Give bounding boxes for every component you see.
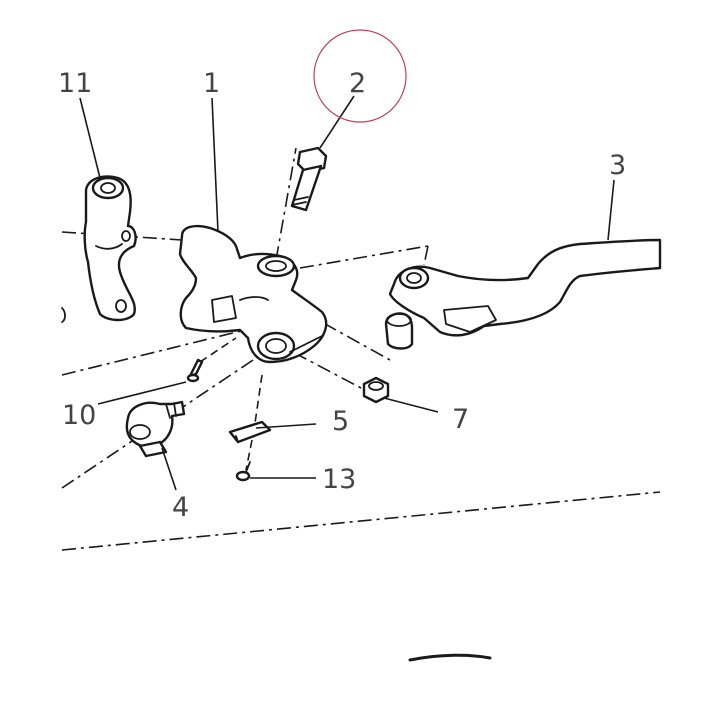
screw-13-head (235, 470, 251, 482)
switch-connector (129, 424, 151, 440)
bracket-body (178, 224, 328, 364)
part-3-lever (388, 238, 662, 337)
bracket-pivot-boss (256, 254, 296, 278)
clamp-top-bore (91, 176, 125, 200)
part-13-screw (235, 461, 251, 482)
small-screw-axis-line (199, 337, 237, 363)
bracket-switch-bore (265, 338, 287, 354)
leader-2 (319, 95, 355, 149)
bushing-body (384, 312, 414, 350)
bracket-switch-boss (256, 331, 296, 361)
clip-plate (228, 420, 272, 444)
clip-fold (235, 435, 239, 443)
bracket-slot (211, 295, 237, 323)
leader-7 (383, 397, 439, 413)
clamp-bottom-hole (115, 299, 127, 313)
screw-axis-line (245, 439, 253, 471)
switch-thread (165, 402, 177, 419)
switch-terminal (138, 440, 168, 458)
lever-pivot-hole (406, 272, 422, 284)
partial-part-arc (408, 653, 492, 662)
bracket-face-line (239, 296, 269, 301)
lower-axis-line (61, 491, 661, 551)
callout-2: 2 (349, 68, 366, 99)
leader-5 (255, 423, 317, 429)
callout-labels: 11 1 2 3 5 7 10 4 13 (58, 68, 626, 523)
part-11-handlebar-clamp (61, 175, 137, 323)
part-2-pivot-bolt (290, 146, 328, 212)
callout-5: 5 (332, 406, 349, 437)
leader-3 (607, 179, 615, 241)
callout-7: 7 (452, 404, 469, 435)
part-7-nut (362, 376, 390, 404)
callout-13: 13 (322, 464, 356, 495)
leader-4 (161, 447, 177, 491)
partial-part-edge (61, 307, 66, 323)
screw-10-head (186, 373, 200, 383)
callout-3: 3 (609, 150, 626, 181)
callout-4: 4 (172, 492, 189, 523)
highlight-circle (313, 29, 407, 123)
clamp-side-hole (121, 230, 131, 242)
callout-1: 1 (203, 68, 220, 99)
part-4-switch (125, 400, 186, 458)
leader-lines (79, 95, 615, 491)
clamp-top-bore-inner (100, 182, 116, 194)
callout-11: 11 (58, 68, 92, 99)
screw-10-shank (188, 358, 204, 378)
bolt-thread (291, 196, 309, 206)
lever-adjuster (443, 305, 497, 333)
nut-bore (368, 381, 384, 391)
leader-1 (211, 97, 219, 233)
part-1-lever-bracket (178, 224, 328, 364)
bolt-axis-line (275, 147, 297, 261)
screw-13-shank (245, 461, 251, 473)
bushing (384, 312, 414, 350)
pivot-drop-line (423, 245, 429, 266)
bushing-top (386, 313, 412, 327)
leader-11 (79, 97, 101, 179)
lever-blade (388, 238, 662, 337)
callout-10: 10 (62, 400, 96, 431)
bracket-tab-line (289, 335, 323, 353)
left-axis-line-upper (61, 329, 246, 376)
part-10-screw (186, 358, 204, 383)
lever-pivot-eye (398, 266, 430, 290)
bracket-pivot-bore (265, 260, 287, 272)
clip-axis-line (253, 374, 263, 431)
bushing-axis-line (299, 309, 391, 361)
left-axis-line-lower (61, 351, 266, 489)
axis-lines (61, 147, 661, 551)
leader-10 (97, 381, 187, 405)
clamp-edge-line (95, 243, 123, 250)
upper-pivot-axis-line (299, 245, 429, 269)
part-5-clip (228, 420, 272, 444)
